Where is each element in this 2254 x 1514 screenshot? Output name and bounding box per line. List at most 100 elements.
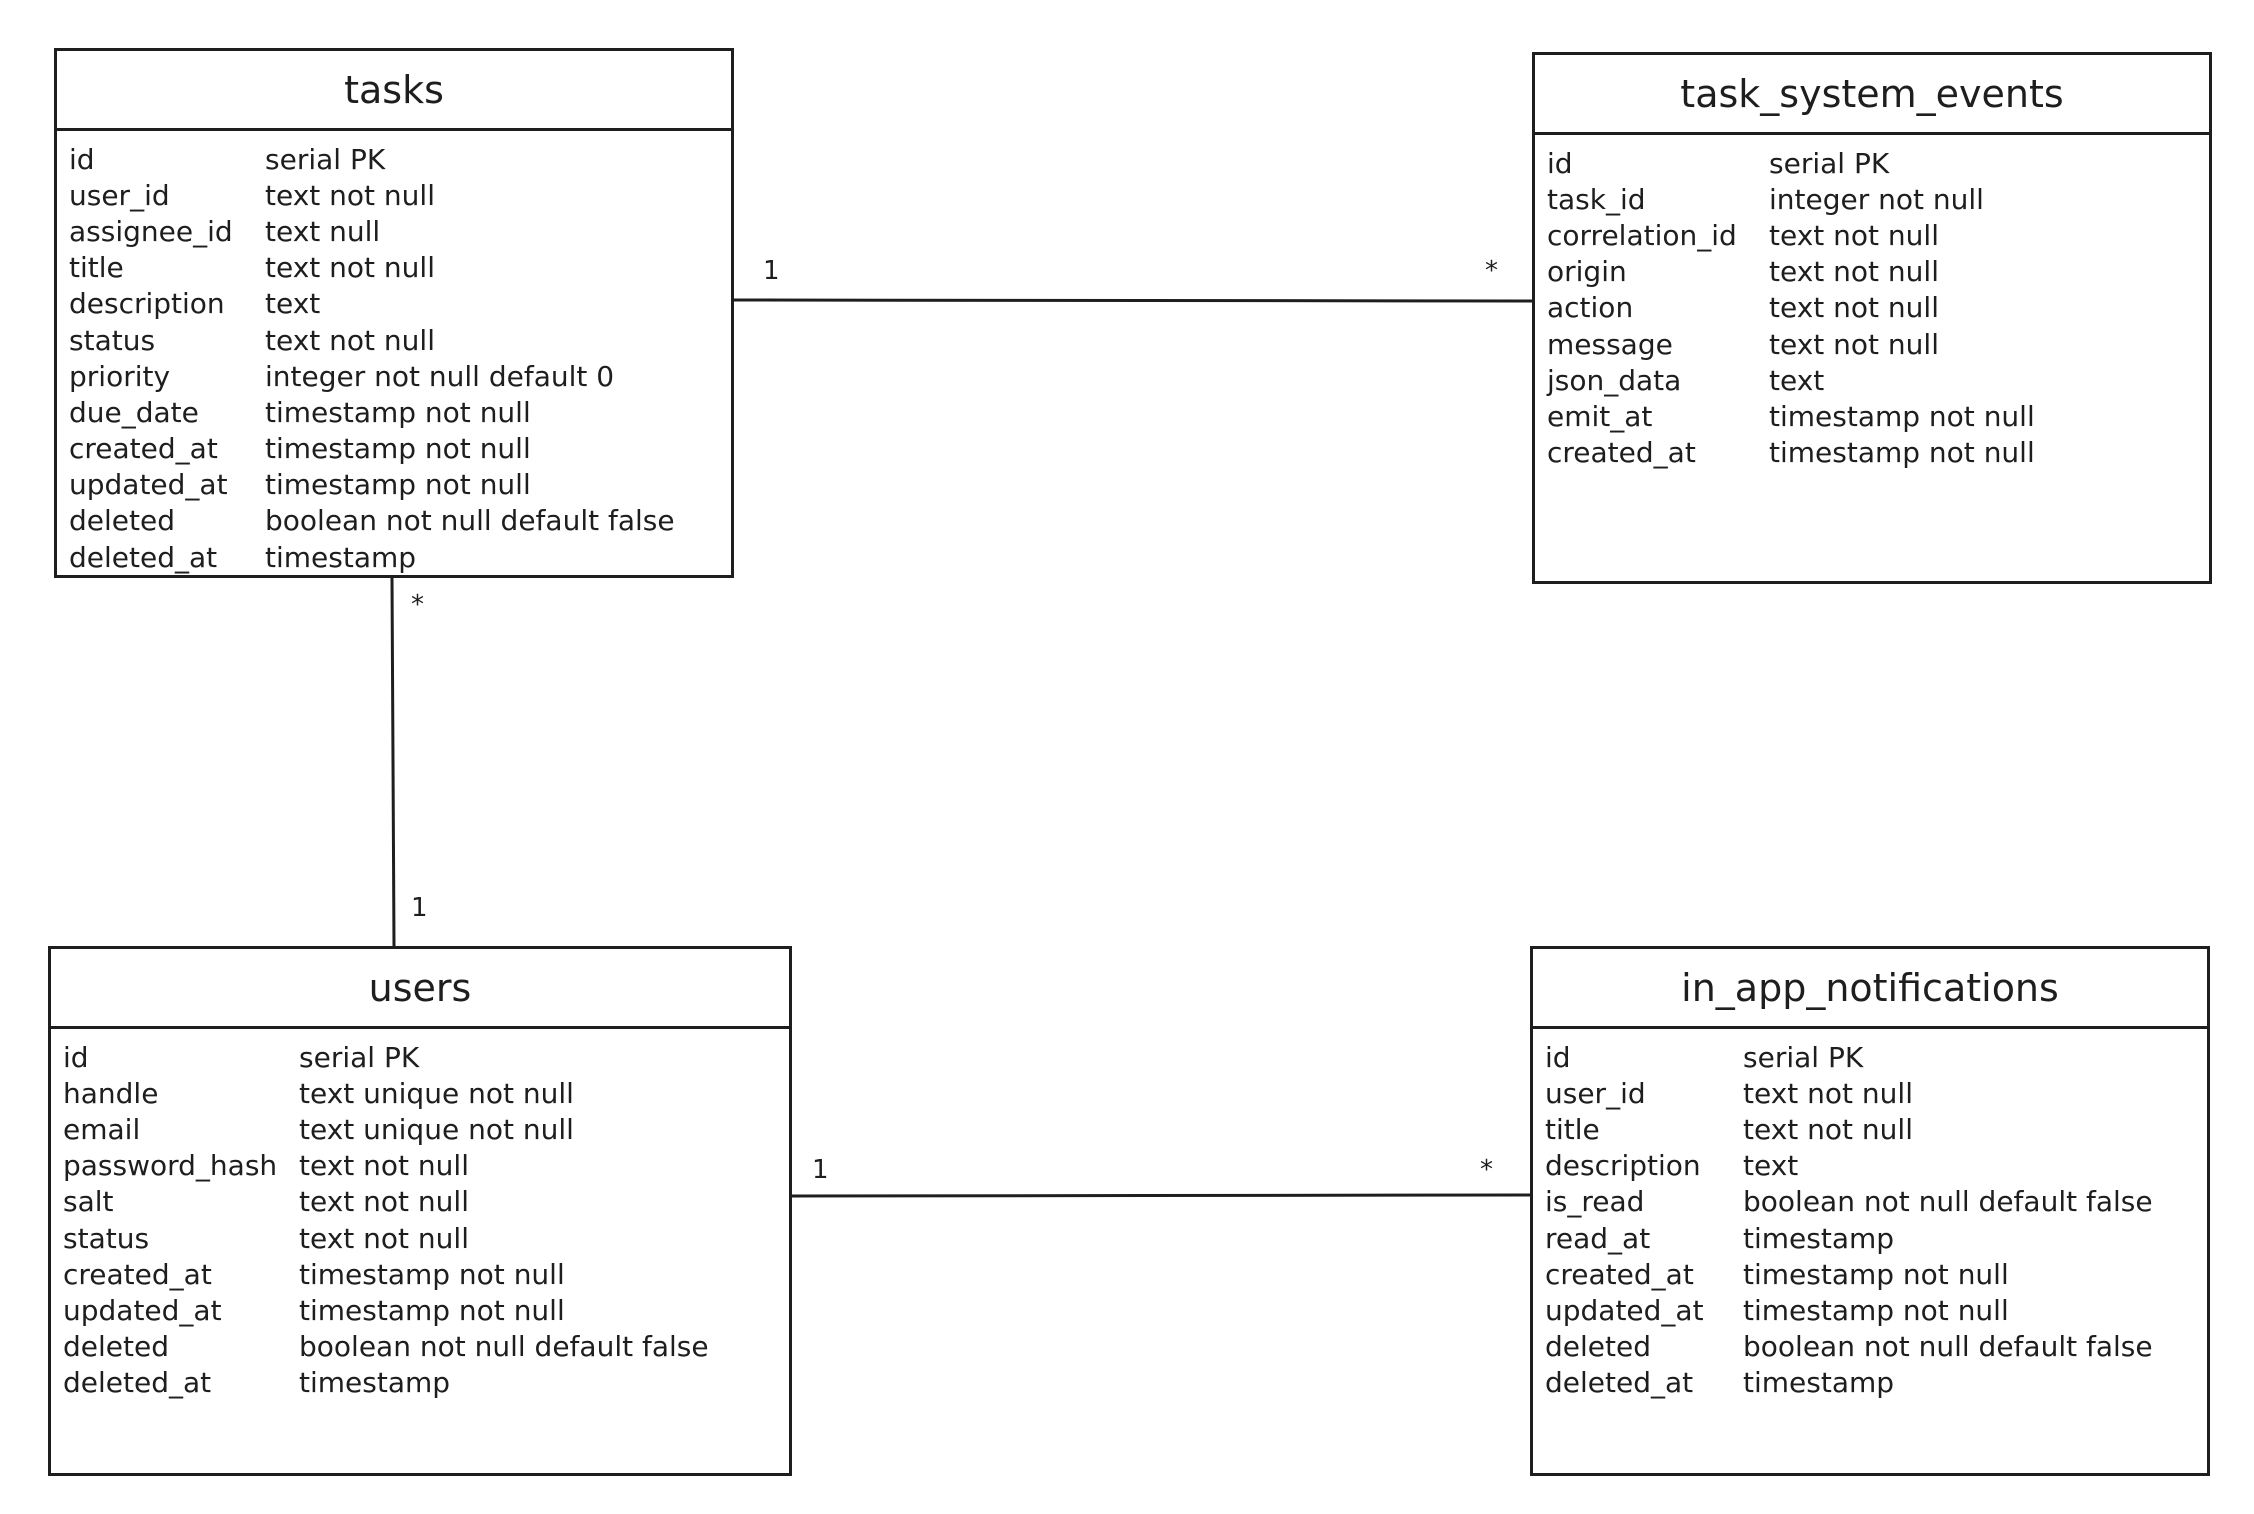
column-name: updated_at bbox=[1545, 1293, 1704, 1327]
column-name: salt bbox=[63, 1185, 114, 1219]
column-name: deleted bbox=[63, 1330, 169, 1364]
column-row: status text not null bbox=[69, 322, 731, 358]
column-row: read_at timestamp bbox=[1545, 1220, 2207, 1256]
column-type: text unique not null bbox=[299, 1076, 574, 1110]
multiplicity-users-notifications-from: 1 bbox=[812, 1155, 829, 1185]
column-name: action bbox=[1547, 291, 1634, 325]
column-name: created_at bbox=[1545, 1257, 1694, 1291]
column-type: timestamp bbox=[1743, 1221, 1895, 1255]
column-name: description bbox=[69, 287, 225, 321]
column-type: integer not null default 0 bbox=[265, 359, 615, 393]
column-type: text not null bbox=[1743, 1112, 1913, 1146]
column-type: timestamp bbox=[265, 540, 417, 574]
relationship-line-tasks-users bbox=[390, 577, 396, 947]
column-name: message bbox=[1547, 327, 1673, 361]
entity-title: tasks bbox=[57, 51, 731, 131]
entity-title: users bbox=[51, 949, 789, 1029]
column-type: serial PK bbox=[265, 142, 386, 176]
column-row: assignee_id text null bbox=[69, 213, 731, 249]
column-name: id bbox=[1545, 1040, 1571, 1074]
column-type: text not null bbox=[1769, 291, 1939, 325]
entity-title: task_system_events bbox=[1535, 55, 2209, 135]
column-name: email bbox=[63, 1112, 141, 1146]
column-type: text bbox=[1769, 363, 1825, 397]
column-name: id bbox=[63, 1040, 89, 1074]
column-type: timestamp not null bbox=[1743, 1257, 2009, 1291]
column-name: status bbox=[63, 1221, 150, 1255]
column-name: priority bbox=[69, 359, 171, 393]
column-name: correlation_id bbox=[1547, 218, 1737, 252]
column-list: id serial PK handle text unique not null e… bbox=[51, 1029, 789, 1401]
column-type: boolean not null default false bbox=[265, 504, 675, 538]
column-type: boolean not null default false bbox=[1743, 1185, 2153, 1219]
column-row: updated_at timestamp not null bbox=[1545, 1292, 2207, 1328]
column-type: timestamp not null bbox=[299, 1257, 565, 1291]
column-type: timestamp not null bbox=[1743, 1293, 2009, 1327]
column-type: text not null bbox=[1743, 1076, 1913, 1110]
column-type: serial PK bbox=[1743, 1040, 1864, 1074]
column-name: updated_at bbox=[63, 1293, 222, 1327]
column-type: text not null bbox=[1769, 255, 1939, 289]
column-name: status bbox=[69, 323, 156, 357]
column-name: created_at bbox=[1547, 436, 1696, 470]
column-type: boolean not null default false bbox=[1743, 1330, 2153, 1364]
column-name: user_id bbox=[69, 178, 170, 212]
column-name: due_date bbox=[69, 395, 199, 429]
column-type: timestamp not null bbox=[265, 432, 531, 466]
column-type: timestamp not null bbox=[299, 1293, 565, 1327]
column-type: text not null bbox=[265, 323, 435, 357]
column-row: id serial PK bbox=[1545, 1039, 2207, 1075]
column-row: updated_at timestamp not null bbox=[63, 1292, 789, 1328]
column-name: created_at bbox=[69, 432, 218, 466]
column-name: title bbox=[69, 251, 124, 285]
column-row: created_at timestamp not null bbox=[1545, 1256, 2207, 1292]
column-type: text unique not null bbox=[299, 1112, 574, 1146]
relationship-line-tasks-events bbox=[733, 298, 1533, 303]
column-name: title bbox=[1545, 1112, 1600, 1146]
column-row: title text not null bbox=[1545, 1111, 2207, 1147]
column-name: updated_at bbox=[69, 468, 228, 502]
column-name: deleted_at bbox=[63, 1366, 212, 1400]
column-name: assignee_id bbox=[69, 214, 233, 248]
column-row: deleted_at timestamp bbox=[63, 1365, 789, 1401]
column-row: created_at timestamp not null bbox=[69, 431, 731, 467]
column-name: id bbox=[1547, 146, 1573, 180]
column-type: text not null bbox=[265, 251, 435, 285]
column-type: text not null bbox=[299, 1149, 469, 1183]
column-name: handle bbox=[63, 1076, 159, 1110]
multiplicity-tasks-users-to: 1 bbox=[411, 893, 428, 923]
column-type: text not null bbox=[265, 178, 435, 212]
column-type: serial PK bbox=[299, 1040, 420, 1074]
column-row: handle text unique not null bbox=[63, 1075, 789, 1111]
entity-users[interactable]: users id serial PK handle text unique not … bbox=[48, 946, 792, 1476]
column-name: task_id bbox=[1547, 182, 1646, 216]
multiplicity-tasks-users-from: * bbox=[411, 590, 424, 620]
column-type: text null bbox=[265, 214, 381, 248]
column-name: description bbox=[1545, 1149, 1701, 1183]
column-name: read_at bbox=[1545, 1221, 1651, 1255]
column-type: timestamp bbox=[299, 1366, 451, 1400]
column-row: id serial PK bbox=[63, 1039, 789, 1075]
